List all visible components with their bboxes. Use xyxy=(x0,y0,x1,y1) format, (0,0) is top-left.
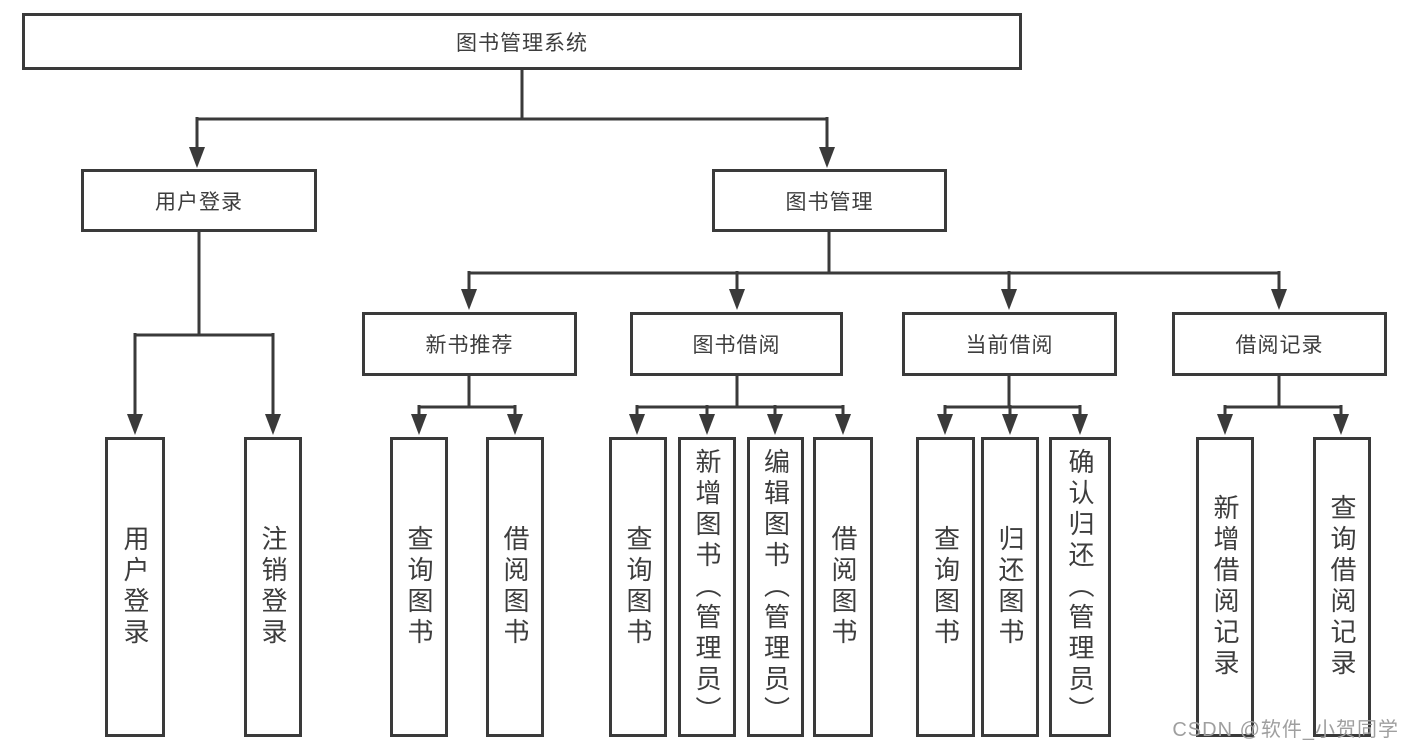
connector-book-mgmt-to-level2 xyxy=(467,232,1281,292)
connector-book-borrow-to-leaves xyxy=(635,376,845,417)
leaf-current-confirm-return-admin: 确认归还（管理员） xyxy=(1049,437,1111,737)
leaf-current-return-books: 归还图书 xyxy=(981,437,1039,737)
leaf-borrow-add-books-admin: 新增图书（管理员） xyxy=(678,437,736,737)
node-current-borrow: 当前借阅 xyxy=(902,312,1117,376)
arrowheads xyxy=(127,147,1349,435)
connector-root-to-level1 xyxy=(195,70,829,150)
leaf-rec-borrow-books: 借阅图书 xyxy=(486,437,544,737)
node-new-book-rec: 新书推荐 xyxy=(362,312,577,376)
leaf-logout: 注销登录 xyxy=(244,437,302,737)
leaf-current-query-books: 查询图书 xyxy=(916,437,975,737)
node-book-mgmt: 图书管理 xyxy=(712,169,947,232)
leaf-user-login: 用户登录 xyxy=(105,437,165,737)
connector-current-borrow-to-leaves xyxy=(943,376,1082,417)
leaf-borrow-edit-books-admin: 编辑图书（管理员） xyxy=(747,437,804,737)
connector-borrow-records-to-leaves xyxy=(1223,376,1343,417)
node-root: 图书管理系统 xyxy=(22,13,1022,70)
node-borrow-records: 借阅记录 xyxy=(1172,312,1387,376)
node-user-login: 用户登录 xyxy=(81,169,317,232)
connector-new-book-rec-to-leaves xyxy=(417,376,517,417)
watermark: CSDN @软件_小贺同学 xyxy=(1172,719,1399,741)
leaf-records-query-record: 查询借阅记录 xyxy=(1313,437,1371,737)
leaf-rec-query-books: 查询图书 xyxy=(390,437,448,737)
connector-user-login-to-leaves xyxy=(133,232,275,417)
node-book-borrow: 图书借阅 xyxy=(630,312,843,376)
leaf-records-add-record: 新增借阅记录 xyxy=(1196,437,1254,737)
leaf-borrow-query-books: 查询图书 xyxy=(609,437,667,737)
leaf-borrow-borrow-books: 借阅图书 xyxy=(813,437,873,737)
